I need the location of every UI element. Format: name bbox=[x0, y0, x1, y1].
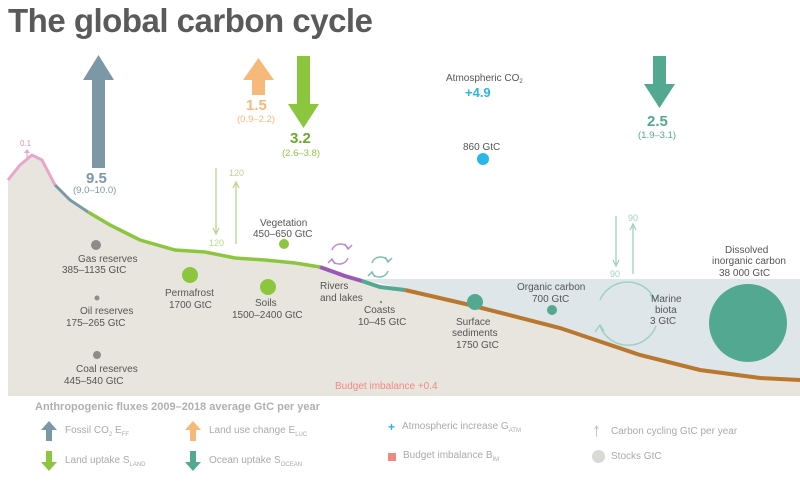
land-uptake-flux-value: 3.2 bbox=[290, 130, 311, 147]
budget-imbalance-label: Budget imbalance +0.4 bbox=[335, 381, 438, 392]
legend-title: Anthropogenic fluxes 2009–2018 average G… bbox=[35, 401, 320, 413]
fossil-flux-range: (9.0–10.0) bbox=[73, 185, 116, 196]
ocean-cycling-down-value: 90 bbox=[610, 269, 620, 279]
land-use-flux-range: (0.9–2.2) bbox=[237, 114, 275, 125]
ocean-uptake-arrow-icon bbox=[185, 451, 201, 471]
legend-atmosphere: + Atmospheric increase GATM bbox=[388, 420, 521, 434]
permafrost-value: 1700 GtC bbox=[169, 300, 212, 311]
land-cycling-up-value: 120 bbox=[229, 168, 244, 178]
page-title: The global carbon cycle bbox=[8, 2, 373, 39]
land-uptake-arrow-icon bbox=[41, 451, 57, 471]
ocean-uptake-flux-range: (1.9–3.1) bbox=[638, 130, 676, 141]
permafrost-label: Permafrost bbox=[165, 288, 214, 299]
ocean-uptake-flux-arrow bbox=[644, 56, 675, 108]
imbalance-square-icon bbox=[388, 452, 396, 461]
land-use-arrow-icon bbox=[185, 421, 201, 441]
coal-reserves-label: Coal reserves bbox=[76, 364, 138, 375]
volcanic-flux-value: 0.1 bbox=[20, 139, 32, 148]
volcanic-ridge bbox=[6, 153, 57, 186]
organic-carbon-circle bbox=[547, 305, 557, 315]
coasts-circle bbox=[379, 300, 383, 304]
land-cycling-down-value: 120 bbox=[209, 238, 224, 248]
vegetation-label: Vegetation bbox=[260, 218, 307, 229]
stock-circle-icon bbox=[592, 450, 605, 463]
fossil-ridge bbox=[53, 183, 89, 214]
soils-label: Soils bbox=[255, 298, 277, 309]
soils-circle bbox=[260, 279, 276, 295]
ocean-uptake-flux-value: 2.5 bbox=[647, 113, 668, 130]
land-mass bbox=[8, 155, 800, 396]
coal-reserves-value: 445–540 GtC bbox=[64, 376, 124, 387]
vegetation-circle bbox=[279, 239, 289, 249]
legend-land-use: Land use change ELUC bbox=[182, 420, 307, 442]
dissolved-label-line2: inorganic carbon bbox=[712, 256, 786, 267]
coasts-value: 10–45 GtC bbox=[358, 317, 406, 328]
ocean-cycling-up-value: 90 bbox=[628, 213, 638, 223]
legend-imbalance: Budget imbalance BIM bbox=[388, 450, 499, 463]
coasts-ridge bbox=[361, 279, 406, 292]
soils-value: 1500–2400 GtC bbox=[232, 310, 303, 321]
legend: Anthropogenic fluxes 2009–2018 average G… bbox=[0, 396, 800, 483]
oil-reserves-value: 175–265 GtC bbox=[66, 318, 126, 329]
land-use-flux-arrow bbox=[243, 58, 274, 95]
vegetation-value: 450–650 GtC bbox=[253, 229, 313, 240]
carbon-cycle-diagram: 0.1 9.5 (9.0–10.0) 1.5 (0.9–2.2) 3.2 (2.… bbox=[6, 55, 800, 396]
legend-fossil: Fossil CO2 EFF bbox=[38, 420, 129, 442]
sediments-circle bbox=[467, 294, 483, 310]
atmosphere-stock-value: 860 GtC bbox=[463, 142, 500, 153]
gas-reserves-circle bbox=[91, 240, 101, 250]
dissolved-label-line1: Dissolved bbox=[725, 245, 768, 256]
atmosphere-label: Atmospheric CO2 bbox=[446, 73, 523, 85]
sediments-label-line2: sediments bbox=[452, 328, 498, 339]
fossil-flux-value: 9.5 bbox=[86, 170, 107, 187]
sediments-label-line1: Surface bbox=[456, 317, 491, 328]
legend-stocks: Stocks GtC bbox=[592, 450, 662, 463]
ocean-cycling-arrows bbox=[612, 216, 637, 274]
land-use-flux-value: 1.5 bbox=[246, 97, 267, 114]
legend-cycling: Carbon cycling GtC per year bbox=[592, 420, 737, 442]
volcanic-flux-arrow bbox=[24, 149, 30, 160]
rivers-ridge bbox=[319, 265, 363, 283]
gas-reserves-label: Gas reserves bbox=[78, 254, 137, 265]
dissolved-value: 38 000 GtC bbox=[719, 268, 770, 279]
organic-carbon-value: 700 GtC bbox=[532, 294, 569, 305]
marine-biota-value: 3 GtC bbox=[650, 316, 676, 327]
atmosphere-stock-circle bbox=[477, 153, 489, 165]
oil-reserves-circle bbox=[94, 295, 100, 301]
land-cycling-arrows bbox=[212, 168, 240, 244]
legend-ocean-uptake: Ocean uptake SOCEAN bbox=[182, 450, 302, 472]
sediments-value: 1750 GtC bbox=[456, 340, 499, 351]
ocean-circulation-icon bbox=[594, 281, 660, 346]
rivers-label-line1: Rivers bbox=[320, 281, 348, 292]
rivers-cycle-icon bbox=[327, 243, 353, 265]
marine-biota-label-line1: Marine bbox=[651, 294, 682, 305]
fossil-flux-arrow bbox=[83, 55, 114, 168]
coasts-label: Coasts bbox=[364, 305, 395, 316]
marine-biota-label-line2: biota bbox=[655, 305, 677, 316]
coasts-cycle-icon bbox=[367, 256, 393, 278]
plus-icon: + bbox=[388, 420, 396, 434]
land-uptake-flux-arrow bbox=[288, 56, 319, 128]
permafrost-circle bbox=[182, 267, 198, 283]
gas-reserves-value: 385–1135 GtC bbox=[62, 265, 126, 276]
thin-arrow-icon bbox=[594, 425, 599, 437]
atmosphere-increase-value: +4.9 bbox=[465, 85, 491, 100]
fossil-arrow-icon bbox=[41, 421, 57, 441]
dissolved-inorganic-carbon-circle bbox=[709, 284, 787, 362]
rivers-label-line2: and lakes bbox=[320, 293, 363, 304]
coal-reserves-circle bbox=[93, 351, 101, 359]
legend-land-uptake: Land uptake SLAND bbox=[38, 450, 146, 472]
land-uptake-flux-range: (2.6–3.8) bbox=[282, 148, 320, 159]
organic-carbon-label: Organic carbon bbox=[517, 282, 585, 293]
land-ridge bbox=[87, 210, 321, 269]
oil-reserves-label: Oil reserves bbox=[80, 306, 133, 317]
